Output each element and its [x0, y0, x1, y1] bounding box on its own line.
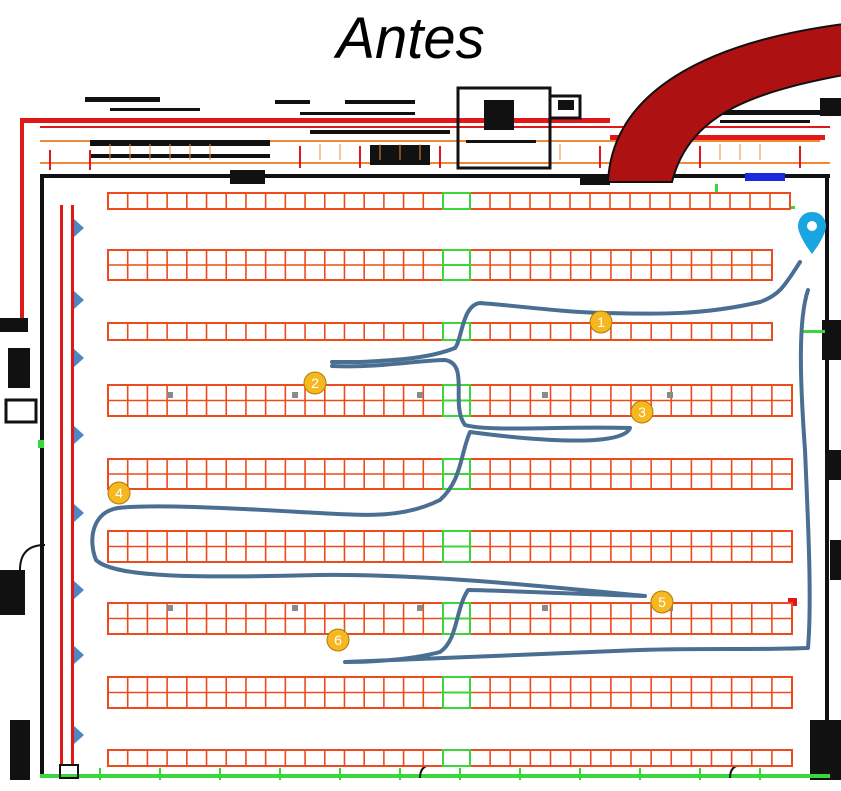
shelf-row — [107, 322, 773, 341]
route-stop-label: 5 — [658, 594, 666, 610]
shelf-racks — [107, 192, 793, 767]
shelf-row — [107, 749, 793, 767]
shelf-row — [107, 676, 793, 709]
picking-route — [90, 260, 812, 664]
curved-arrow-icon — [606, 23, 841, 183]
shelf-row — [107, 458, 793, 490]
route-stop-marker: 4 — [107, 481, 131, 505]
shelf-row — [107, 192, 791, 210]
shelf-row — [107, 602, 793, 635]
route-stop-label: 1 — [597, 314, 605, 330]
route-stop-marker: 5 — [650, 590, 674, 614]
location-pin-icon — [798, 212, 826, 254]
route-stop-marker: 3 — [630, 400, 654, 424]
route-stop-marker: 6 — [326, 628, 350, 652]
wall-marker-icon — [74, 349, 84, 367]
shelf-row — [107, 530, 793, 563]
route-stop-label: 3 — [638, 404, 646, 420]
shelf-row — [107, 384, 793, 417]
route-stop-marker: 2 — [303, 371, 327, 395]
wall-marker-icon — [74, 426, 84, 444]
route-stop-marker: 1 — [589, 310, 613, 334]
wall-marker-icon — [74, 291, 84, 309]
map-title: Antes — [0, 0, 841, 78]
wall-marker-icon — [74, 646, 84, 664]
route-stops: 1 2 3 4 5 6 — [107, 310, 674, 652]
wall-marker-icon — [74, 504, 84, 522]
map-title-text: Antes — [336, 6, 485, 71]
side-arrow-markers — [74, 219, 84, 744]
building-outline — [0, 86, 841, 780]
wall-marker-icon — [74, 581, 84, 599]
route-stop-label: 2 — [311, 375, 319, 391]
wall-marker-icon — [74, 726, 84, 744]
route-stop-label: 4 — [115, 485, 123, 501]
route-stop-label: 6 — [334, 632, 342, 648]
wall-marker-icon — [74, 219, 84, 237]
shelf-row — [107, 249, 773, 281]
